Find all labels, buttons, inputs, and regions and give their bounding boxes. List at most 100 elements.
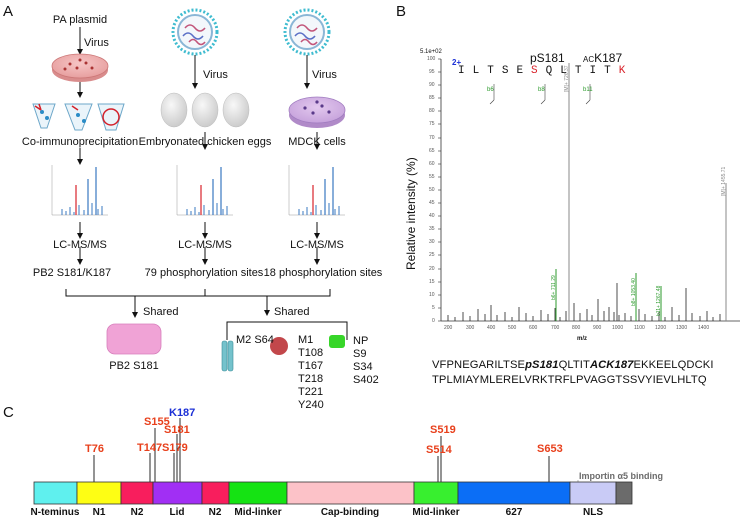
ion-b6-label: b6 — [487, 87, 494, 93]
residue-acetyl: K — [618, 65, 626, 77]
seq-ps181: pS181 — [525, 359, 559, 371]
ytick: 20 — [429, 266, 435, 272]
x-axis-label: m/z — [577, 336, 588, 342]
seq-segment: VFPNEGARILTSE — [432, 359, 526, 371]
site-s519: S519 — [430, 424, 456, 436]
ytick: 30 — [429, 239, 435, 245]
egg-icon — [222, 92, 250, 128]
charge-state-label: 2+ — [452, 58, 462, 67]
sequence-line-1: VFPNEGARILTSEpS181QLTITACK187EKKEELQDCKI — [432, 359, 714, 371]
ytick: 50 — [429, 187, 435, 193]
ytick: 35 — [429, 226, 435, 232]
virus-icon-mdck — [283, 8, 331, 56]
m1-protein-shape — [270, 337, 288, 355]
residue-phospho: S — [531, 65, 538, 77]
col1-virus-label: Virus — [84, 37, 109, 49]
domain-label: Lid — [169, 507, 185, 518]
spectrum-scale-label: 5.1e+02 — [420, 49, 442, 55]
domain-n1 — [76, 481, 122, 505]
site-t147: T147 — [137, 442, 163, 454]
col3-lcms-label: LC-MS/MS — [290, 239, 344, 251]
k187-suffix: K187 — [594, 51, 623, 65]
col2-virus-label: Virus — [203, 69, 228, 81]
xtick: 1300 — [676, 325, 688, 331]
xtick: 1200 — [655, 325, 667, 331]
shared-right-label: Shared — [274, 306, 310, 318]
m1-site-1: T108 — [298, 347, 324, 359]
col3-result-label: 18 phosphorylation sites — [263, 267, 383, 279]
ytick: 40 — [429, 213, 435, 219]
mini-spectrum-3 — [288, 165, 345, 216]
ytick: 100 — [427, 56, 436, 62]
importin-binding-label: Importin α5 binding — [579, 471, 664, 481]
pb2-result-label: PB2 S181 — [109, 360, 159, 372]
domain-nls — [569, 481, 617, 505]
domain-cap-binding — [286, 481, 415, 505]
ms-spectrum-graphics — [438, 58, 740, 322]
domain-label: Mid-linker — [234, 507, 282, 518]
site-s179: S179 — [162, 442, 188, 454]
ps181-label: pS181 — [530, 51, 565, 65]
seq-segment: EKKEELQDCKI — [633, 359, 714, 371]
ytick: 5 — [432, 305, 435, 311]
sequence-line-2: TPLMIAYMLERELVRKTRFLPVAGGTSSVYIEVLHLTQ — [432, 374, 707, 386]
ytick: 45 — [429, 200, 435, 206]
seq-ack187: ACK187 — [589, 359, 634, 371]
coip-label: Co-immunoprecipitation — [21, 136, 139, 148]
xtick: 1100 — [634, 325, 645, 331]
mini-spectrum-2 — [176, 165, 233, 216]
domain-mid-linker-b — [413, 481, 459, 505]
m1-site-5: Y240 — [298, 399, 324, 411]
residue: S — [501, 65, 509, 77]
ion-b8-label: b8 — [538, 87, 545, 93]
residue: T — [604, 65, 611, 77]
residue: E — [516, 65, 524, 77]
domain-n2-b — [201, 481, 230, 505]
shared-left-label: Shared — [143, 306, 179, 318]
residue: L — [472, 65, 480, 77]
ytick: 55 — [429, 174, 435, 180]
seq-segment: QLTIT — [558, 359, 590, 371]
domain-627 — [457, 481, 571, 505]
np-site-2: S34 — [353, 361, 373, 373]
domain-label: 627 — [505, 507, 523, 518]
coip-tubes-icon — [32, 103, 125, 131]
ion-b11-label: b11 — [583, 87, 593, 93]
residue: T — [487, 65, 494, 77]
domain-n2-a — [120, 481, 154, 505]
domain-label: N2 — [130, 507, 144, 518]
np-label: NP — [353, 335, 369, 347]
panel-label-a: A — [3, 3, 14, 20]
virus-icon-egg — [171, 8, 219, 56]
xtick: 300 — [466, 325, 475, 331]
cell-dish-icon — [51, 53, 109, 82]
egg-icon — [160, 92, 188, 128]
np-protein-shape — [329, 335, 345, 348]
col2-lcms-label: LC-MS/MS — [178, 239, 232, 251]
residue: Q — [545, 65, 553, 77]
site-k187: K187 — [169, 407, 196, 419]
domain-label: Cap-binding — [320, 507, 380, 518]
site-s653: S653 — [537, 443, 563, 455]
pb2-protein-shape — [106, 323, 162, 355]
domain-label: N-teminus — [30, 507, 80, 518]
xtick: 900 — [593, 325, 602, 331]
domain-lid — [152, 481, 203, 505]
ytick: 85 — [429, 95, 435, 101]
m2-channel-icon — [221, 340, 234, 372]
domain-label: Mid-linker — [412, 507, 460, 518]
m1-site-4: T221 — [298, 386, 324, 398]
ytick: 60 — [429, 161, 435, 167]
domain-label: N1 — [92, 507, 106, 518]
col2-result-label: 79 phosphorylation sites — [144, 267, 264, 279]
ytick: 25 — [429, 252, 435, 258]
site-s155: S155 — [144, 416, 170, 428]
site-s181: S181 — [164, 424, 190, 436]
panel-label-c: C — [3, 404, 14, 421]
egg-icon — [191, 92, 219, 128]
site-s514: S514 — [426, 444, 452, 456]
m1-site-3: T218 — [298, 373, 324, 385]
xtick: 1400 — [698, 325, 710, 331]
